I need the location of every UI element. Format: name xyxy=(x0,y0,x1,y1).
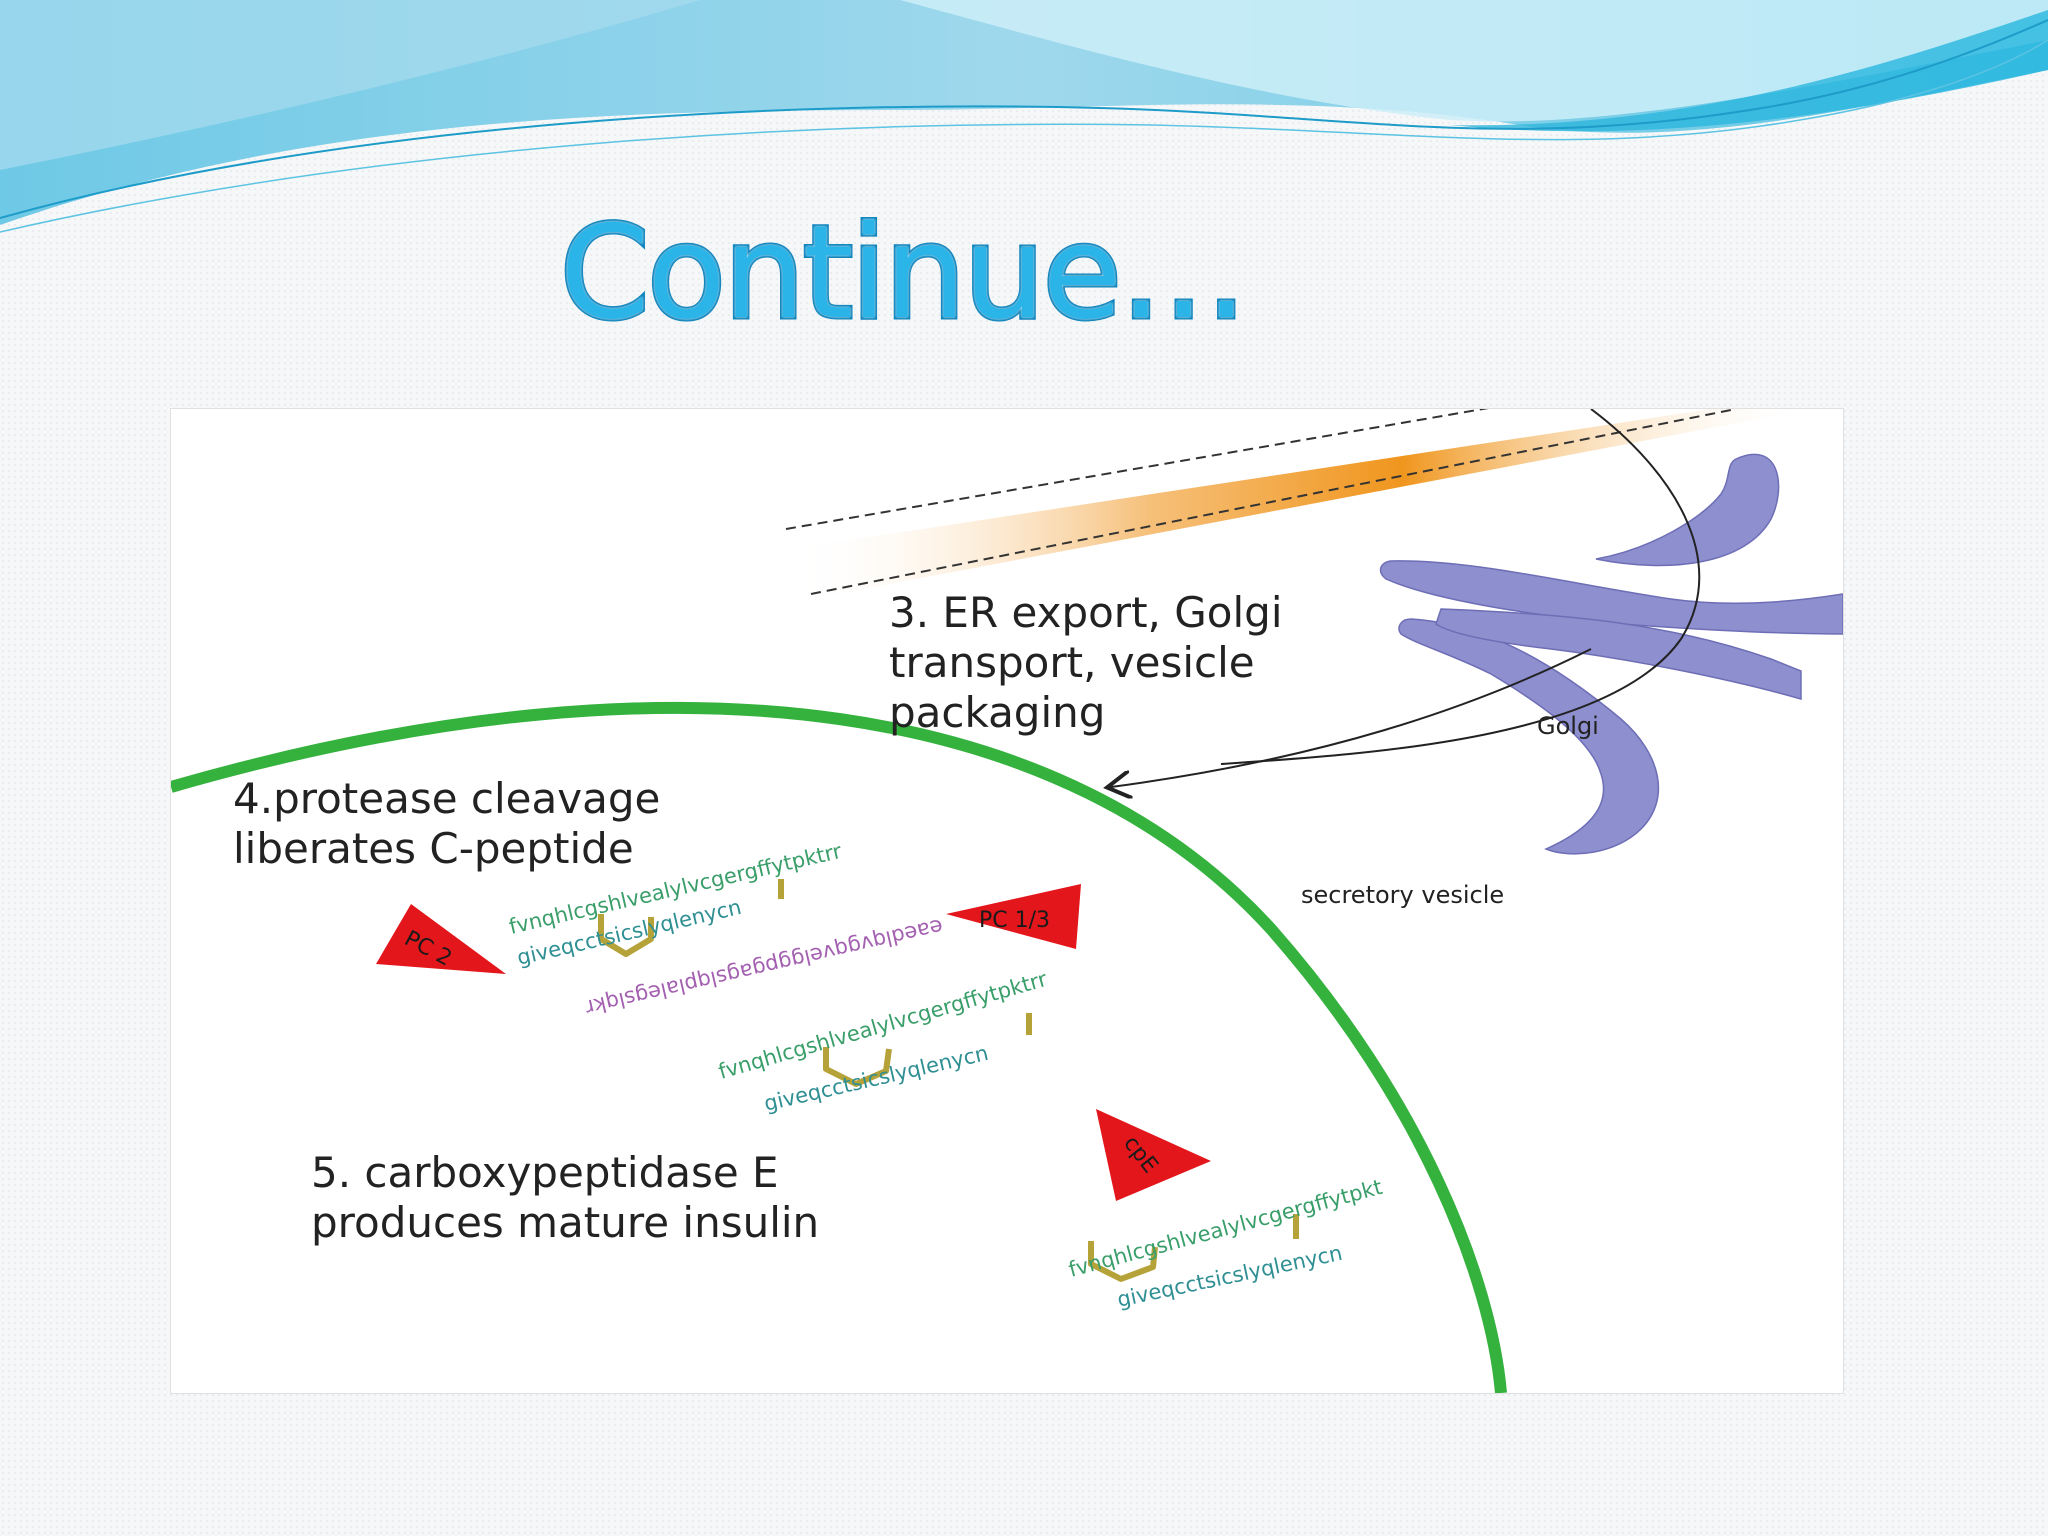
step3-line3: packaging xyxy=(889,688,1105,737)
secretory-vesicle-label: secretory vesicle xyxy=(1301,881,1504,909)
step4-annotation: 4.protease cleavage liberates C-peptide xyxy=(233,774,674,873)
figure-canvas: 3. ER export, Golgi transport, vesicle p… xyxy=(171,409,1843,1393)
mature-insulin-molecule: fvnqhlcgshlvealylvcgergffytpkt giveqccts… xyxy=(1066,1175,1385,1312)
step5-line2: produces mature insulin xyxy=(311,1198,819,1247)
step4-line2: liberates C-peptide xyxy=(233,824,634,873)
er-export-band xyxy=(786,409,1811,599)
step3-annotation: 3. ER export, Golgi transport, vesicle p… xyxy=(889,588,1296,737)
step3-line2: transport, vesicle xyxy=(889,638,1255,687)
step5-line1: 5. carboxypeptidase E xyxy=(311,1148,779,1197)
step3-line1: 3. ER export, Golgi xyxy=(889,588,1282,637)
insulin-processing-figure: 3. ER export, Golgi transport, vesicle p… xyxy=(170,408,1844,1394)
slide-title: Continue… xyxy=(560,210,1246,338)
step4-line1: 4.protease cleavage xyxy=(233,774,660,823)
pc2-enzyme: PC 2 xyxy=(376,904,506,974)
pc13-label: PC 1/3 xyxy=(979,908,1050,933)
step5-annotation: 5. carboxypeptidase E produces mature in… xyxy=(311,1148,819,1247)
golgi-apparatus xyxy=(1381,454,1843,853)
cpe-enzyme: cpE xyxy=(1096,1109,1211,1201)
intermediate-insulin-molecule: fvnqhlcgshlvealylvcgergffytpktrr giveqcc… xyxy=(716,967,1050,1116)
golgi-label: Golgi xyxy=(1537,712,1599,740)
pc13-enzyme: PC 1/3 xyxy=(946,884,1081,949)
